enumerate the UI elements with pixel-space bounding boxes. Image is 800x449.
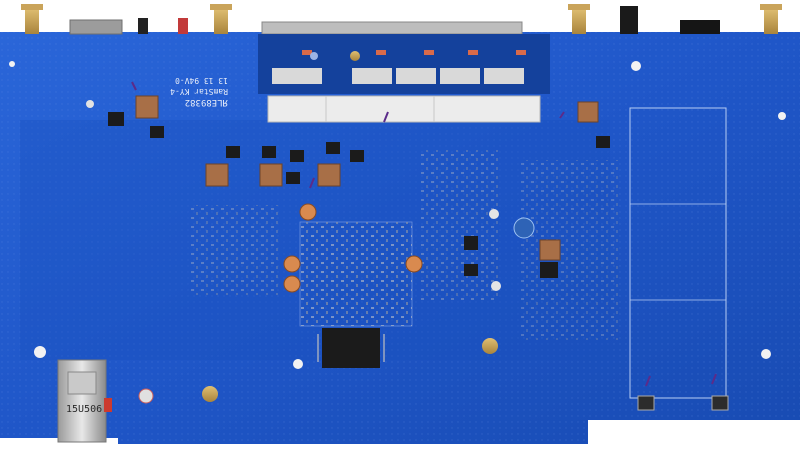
test-pad xyxy=(202,386,218,402)
ethernet-jack-icon xyxy=(272,68,524,84)
power-jack-icon xyxy=(620,6,638,34)
electrolytic-cap xyxy=(513,217,535,239)
reset-button-icon xyxy=(138,18,148,34)
pin-header xyxy=(267,95,541,123)
ic-chip-icon xyxy=(322,328,380,368)
usb-port-icon xyxy=(57,359,112,443)
led-red-icon xyxy=(178,18,188,34)
board-rating: 13 13 94V-0 xyxy=(175,76,228,85)
board-name: RamStar KY-4 xyxy=(170,87,228,96)
tactile-button-icon xyxy=(637,395,729,411)
ic-chip-icon xyxy=(108,112,124,126)
ic-chip-icon xyxy=(150,126,164,138)
antenna-connector-icon xyxy=(568,4,590,34)
usb-label: 15U506 xyxy=(66,404,102,415)
ic-chip-icon xyxy=(464,264,478,276)
test-pad xyxy=(138,388,154,404)
inductor-icon xyxy=(205,163,341,187)
ic-chip-icon xyxy=(464,236,478,250)
inductor-icon xyxy=(539,239,561,261)
usb-port-icon xyxy=(69,19,123,35)
ic-chip-icon xyxy=(596,136,610,148)
ic-chip-icon xyxy=(226,142,364,184)
antenna-connector-icon xyxy=(760,4,782,34)
antenna-connector-icon xyxy=(210,4,232,34)
ic-chip-icon xyxy=(540,262,558,278)
ul-mark: ЯLE89382 xyxy=(185,97,228,107)
dc-connector-icon xyxy=(680,20,720,34)
test-pad xyxy=(482,338,498,354)
mounting-hole-icon xyxy=(9,61,786,369)
inductor-icon xyxy=(135,95,159,119)
antenna-connector-icon xyxy=(21,4,43,34)
ethernet-jack-icon xyxy=(261,21,523,35)
mounting-hole-icon xyxy=(86,100,94,108)
inductor-icon xyxy=(577,101,599,123)
